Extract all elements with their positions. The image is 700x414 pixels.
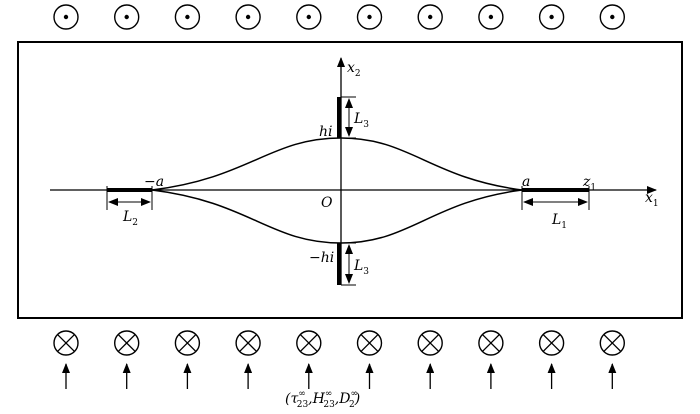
x1-axis-label: x1 (645, 190, 659, 209)
a-positive-label: a (522, 174, 530, 190)
out-of-plane-symbol-icon (174, 4, 201, 30)
into-plane-symbol-icon (599, 330, 625, 356)
x2-axis-label: x2 (347, 60, 361, 79)
into-plane-symbol-icon (356, 330, 383, 356)
out-of-plane-symbol-icon (356, 4, 383, 30)
into-plane-symbol-icon (174, 330, 201, 356)
L1-label: L1 (551, 212, 567, 231)
L3-bottom-label: L3 (353, 258, 369, 277)
into-plane-symbol-icon (417, 330, 443, 356)
into-plane-symbol-icon (235, 330, 261, 356)
hi-negative-label: −hi (309, 250, 334, 266)
a-negative-label: −a (144, 174, 164, 190)
into-plane-field-row (53, 330, 625, 356)
out-of-plane-symbol-icon (235, 4, 261, 30)
z1-label: z1 (582, 174, 596, 193)
out-of-plane-symbol-icon (417, 4, 443, 30)
out-of-plane-symbol-icon (478, 4, 504, 30)
into-plane-symbol-icon (478, 330, 504, 356)
out-of-plane-symbol-icon (599, 4, 625, 30)
hi-positive-label: hi (319, 124, 333, 140)
L2-label: L2 (122, 209, 138, 228)
origin-label: O (321, 195, 333, 211)
L3-top-label: L3 (353, 111, 369, 130)
far-field-loading-label: (τ∞23,H∞23,D∞2) (285, 389, 360, 410)
into-plane-symbol-icon (296, 330, 322, 356)
out-of-plane-symbol-icon (113, 4, 140, 30)
crack-lower-surface (151, 189, 523, 244)
out-of-plane-symbol-icon (53, 4, 79, 30)
loading-arrow-row (62, 363, 617, 389)
out-of-plane-symbol-icon (538, 4, 565, 30)
into-plane-symbol-icon (538, 330, 565, 356)
out-of-plane-symbol-icon (296, 4, 322, 30)
crack-upper-surface (151, 137, 523, 191)
into-plane-symbol-icon (113, 330, 140, 356)
specimen-boundary (17, 41, 683, 319)
out-of-plane-field-row (53, 4, 625, 30)
into-plane-symbol-icon (53, 330, 79, 356)
